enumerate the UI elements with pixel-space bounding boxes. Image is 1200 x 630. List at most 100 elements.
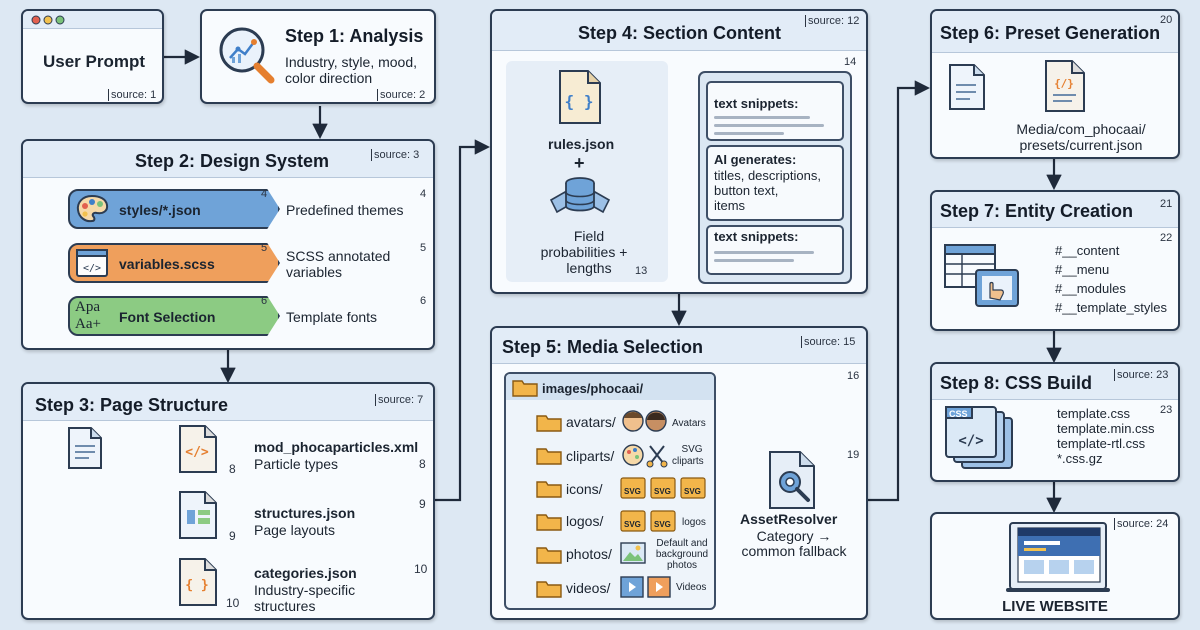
field-line2: probabilities +: [540, 244, 628, 260]
logos-folder-name: logos/: [566, 513, 604, 529]
step4-panel: Step 4: Section Content source: 12 14 { …: [490, 9, 868, 294]
styles-json-num: 4: [261, 188, 268, 200]
entity-item-modules: #__modules: [1055, 281, 1126, 296]
logo-svg-files-icon: [620, 510, 676, 532]
variables-scss-desc-line1: SCSS annotated: [286, 248, 391, 264]
structures-json-desc: Page layouts: [254, 522, 335, 538]
document-icon: [68, 427, 102, 469]
step1-source: source: 2: [377, 89, 425, 101]
preset-path-line1: Media/com_phocaai/: [1016, 121, 1146, 137]
step6-num: 20: [1160, 14, 1173, 26]
window-dots-icon: [31, 15, 65, 25]
styles-json-desc-num: 4: [420, 188, 427, 200]
step5-num-mid: 19: [847, 449, 860, 461]
xml-file-name: mod_phocaparticles.xml: [254, 439, 419, 455]
svg-text:</>: </>: [83, 263, 101, 274]
font-selection-badge: [68, 296, 280, 336]
photos-folder-name: photos/: [566, 546, 612, 562]
live-website-label: LIVE WEBSITE: [1002, 598, 1108, 615]
photos-label-line1: Default and: [656, 538, 708, 549]
logos-label: logos: [682, 517, 706, 528]
step8-source: source: 23: [1114, 369, 1168, 381]
font-selection-desc-num: 6: [420, 295, 427, 307]
rules-file-icon: { }: [559, 70, 601, 124]
entity-item-content: #__content: [1055, 243, 1120, 258]
json-file-badge: 10: [226, 596, 240, 610]
preset-json-icon: {/}: [1045, 60, 1085, 112]
photos-folder-icon: [536, 547, 562, 564]
svg-text:{ }: { }: [185, 578, 208, 593]
root-folder-name: images/phocaai/: [542, 381, 644, 396]
database-icon: [549, 177, 611, 214]
ai-generates-box: [706, 145, 844, 221]
step7-title: Step 7: Entity Creation: [940, 201, 1134, 221]
palette-scissors-icon: [622, 444, 668, 468]
user-prompt-source: source: 1: [108, 89, 156, 101]
step2-panel: Step 2: Design System source: 3 styles/*…: [21, 139, 435, 350]
cliparts-label-line1: SVG: [681, 444, 703, 455]
css-file-template-min: template.min.css: [1057, 421, 1155, 436]
step7-num: 21: [1160, 198, 1173, 210]
step3-source: source: 7: [375, 394, 423, 406]
photo-icon: [620, 542, 646, 564]
step3-panel: Step 3: Page Structure source: 7 </> 8 m…: [21, 382, 435, 620]
categories-json-name: categories.json: [254, 565, 357, 581]
field-line3: lengths: [566, 260, 612, 276]
layout-file-icon: [179, 491, 217, 539]
structures-json-num: 9: [419, 497, 426, 511]
step1-desc-line2: color direction: [285, 70, 373, 86]
live-source: source: 24: [1114, 518, 1168, 530]
preset-path-line2: presets/current.json: [1019, 137, 1143, 153]
rules-json-label: rules.json: [548, 136, 615, 152]
step7-panel: Step 7: Entity Creation 21 22 #__content…: [930, 190, 1180, 331]
live-website-panel: source: 24 LIVE WEBSITE: [930, 512, 1180, 620]
icons-svg-tag-3: SVG: [684, 487, 701, 496]
root-folder-icon: [512, 380, 538, 397]
step4-source: source: 12: [805, 15, 859, 27]
css-file-gz: *.css.gz: [1057, 451, 1103, 466]
asset-resolver-label: AssetResolver: [740, 511, 838, 527]
svg-text:</>: </>: [958, 433, 983, 449]
step1-panel: Step 1: Analysis Industry, style, mood, …: [200, 9, 436, 104]
code-window-icon: </>: [76, 249, 108, 277]
entity-item-menu: #__menu: [1055, 262, 1110, 277]
step5-title: Step 5: Media Selection: [502, 337, 704, 357]
step1-desc-line1: Industry, style, mood,: [285, 54, 418, 70]
step8-list-num: 23: [1160, 404, 1173, 416]
cliparts-folder-icon: [536, 448, 562, 465]
font-selection-desc: Template fonts: [286, 309, 378, 325]
ai-line3: items: [714, 198, 746, 213]
logos-svg-tag-2: SVG: [654, 520, 671, 529]
resolver-line1: Category →: [756, 528, 832, 544]
text-snippet-box-1: [706, 81, 844, 141]
step8-title: Step 8: CSS Build: [940, 373, 1093, 393]
css-file-template-rtl: template-rtl.css: [1057, 436, 1146, 451]
ai-generates-title: AI generates:: [714, 152, 797, 167]
categories-json-desc-line1: Industry-specific: [254, 582, 356, 598]
layout-file-badge: 9: [229, 529, 236, 543]
step4-right-num: 14: [844, 56, 857, 68]
font-glyph-line1: Apa: [75, 299, 100, 315]
font-glyph-line2: Aa+: [75, 316, 101, 332]
photos-label-line2: background: [655, 549, 709, 560]
structures-json-name: structures.json: [254, 505, 356, 521]
categories-json-num: 10: [414, 562, 428, 576]
resolver-line2: common fallback: [741, 543, 847, 559]
step7-list-num: 22: [1160, 232, 1173, 244]
logos-svg-tag-1: SVG: [624, 520, 641, 529]
svg-text:{/}: {/}: [1054, 77, 1074, 90]
palette-icon: [76, 194, 109, 223]
ai-line2: button text,: [714, 183, 779, 198]
arrow-step3-to-step4: [435, 139, 491, 502]
videos-label: Videos: [676, 582, 707, 593]
arrow-step5-to-step6: [868, 80, 931, 502]
avatars-folder-icon: [536, 415, 562, 432]
cliparts-label-line2: cliparts: [672, 456, 704, 467]
variables-scss-num: 5: [261, 242, 268, 254]
entity-item-template-styles: #__template_styles: [1055, 300, 1168, 315]
avatar-faces-icon: [622, 410, 667, 432]
field-line1: Field: [573, 228, 605, 244]
media-folder-header: [506, 374, 714, 400]
step4-title: Step 4: Section Content: [578, 23, 782, 43]
